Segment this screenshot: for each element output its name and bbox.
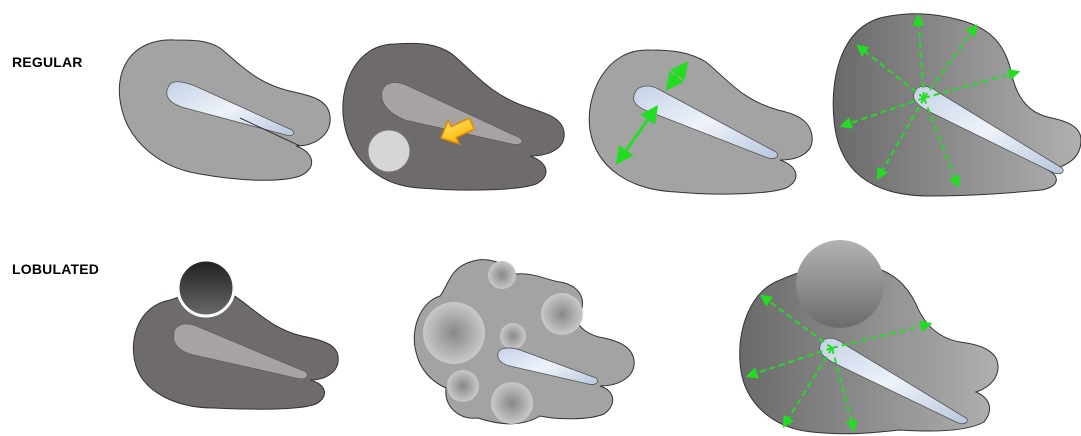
lobule-mass <box>178 260 234 316</box>
lobule-mass <box>796 240 884 328</box>
displaced-mass <box>368 130 410 172</box>
lobulated-panel-3 <box>740 240 998 434</box>
regular-panel-3 <box>589 50 812 194</box>
regular-panel-1 <box>119 40 330 180</box>
lobule <box>541 293 583 335</box>
lobulated-panel-2 <box>414 260 634 424</box>
regular-panel-4 <box>833 14 1081 196</box>
lobule <box>447 370 479 402</box>
regular-panel-2 <box>343 43 564 190</box>
lobulated-panel-1 <box>133 260 338 409</box>
lobule <box>500 323 526 349</box>
lobule <box>488 261 516 289</box>
lobule <box>423 302 485 364</box>
lobule <box>491 382 533 424</box>
